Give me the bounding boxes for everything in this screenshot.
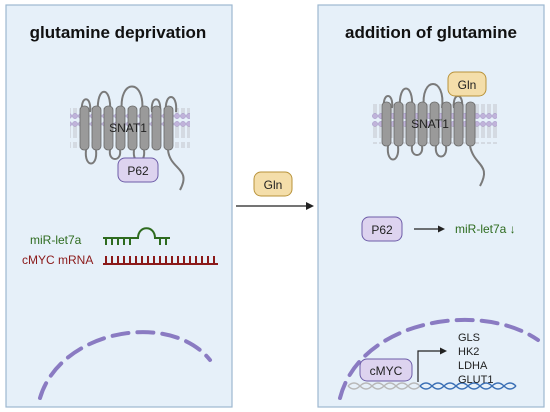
target-gene-hk2: HK2 (458, 346, 479, 358)
target-gene-ldha: LDHA (458, 360, 488, 372)
left-panel: glutamine deprivation SNAT1 (5, 4, 233, 408)
transcription-arrow (417, 350, 440, 382)
target-gene-gls: GLS (458, 332, 480, 344)
bound-gln-label: Gln (458, 78, 477, 92)
p62-to-mirna-arrow-head (438, 225, 445, 233)
mirna-strand (103, 227, 170, 245)
middle-gln-box (253, 171, 293, 197)
left-snat1-label: SNAT1 (109, 121, 147, 135)
right-snat1-transporter (381, 83, 486, 187)
right-nuclear-envelope (338, 317, 540, 400)
right-panel-title: addition of glutamine (345, 23, 517, 42)
left-panel-background (5, 4, 233, 408)
left-panel-title: glutamine deprivation (30, 23, 207, 42)
bound-gln-box (447, 71, 487, 97)
dna-double-helix (347, 382, 517, 390)
right-p62-box (361, 216, 403, 242)
left-p62-label: P62 (127, 164, 149, 178)
cmyc-box (359, 358, 413, 382)
mrna-strand (103, 256, 218, 265)
transcription-arrow-head (440, 347, 447, 355)
right-panel-background (317, 4, 545, 408)
left-p62-box (117, 157, 159, 183)
middle-gln-label: Gln (264, 178, 283, 192)
transition-arrow-head (306, 202, 314, 210)
right-panel: addition of glutamine SNAT1 Gln (317, 4, 545, 408)
left-nuclear-envelope (38, 330, 212, 400)
target-gene-glut1: GLUT1 (458, 374, 493, 386)
mirna-decrease-label: miR-let7a ↓ (455, 222, 516, 236)
cmyc-label: cMYC (370, 364, 403, 378)
mrna-label: cMYC mRNA (22, 253, 93, 267)
treatment-indicator: Gln (236, 171, 314, 210)
mirna-label: miR-let7a (30, 233, 82, 247)
right-snat1-label: SNAT1 (411, 117, 449, 131)
right-p62-label: P62 (371, 223, 393, 237)
